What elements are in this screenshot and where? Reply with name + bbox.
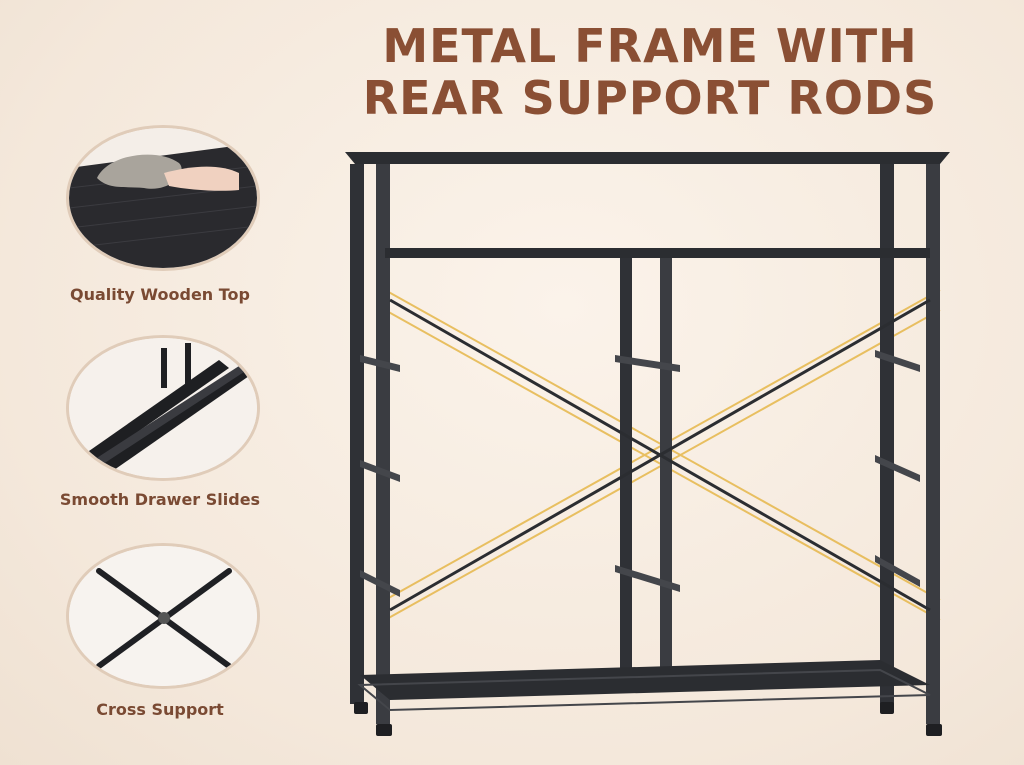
- caption-cross-support: Cross Support: [96, 700, 224, 719]
- wooden-top-badge: [66, 125, 260, 271]
- headline: METAL FRAME WITH REAR SUPPORT RODS: [300, 20, 1000, 124]
- metal-frame-illustration: [345, 152, 950, 736]
- cross-support-badge: [66, 543, 260, 689]
- caption-wooden-top: Quality Wooden Top: [70, 285, 250, 304]
- headline-line-2: REAR SUPPORT RODS: [362, 71, 938, 125]
- drawer-slide-photo-icon: [69, 338, 257, 478]
- headline-line-1: METAL FRAME WITH: [382, 19, 918, 73]
- cross-support-photo-icon: [69, 546, 257, 686]
- drawer-slides-badge: [66, 335, 260, 481]
- wooden-top-photo-icon: [69, 128, 257, 268]
- caption-drawer-slides: Smooth Drawer Slides: [59, 490, 261, 509]
